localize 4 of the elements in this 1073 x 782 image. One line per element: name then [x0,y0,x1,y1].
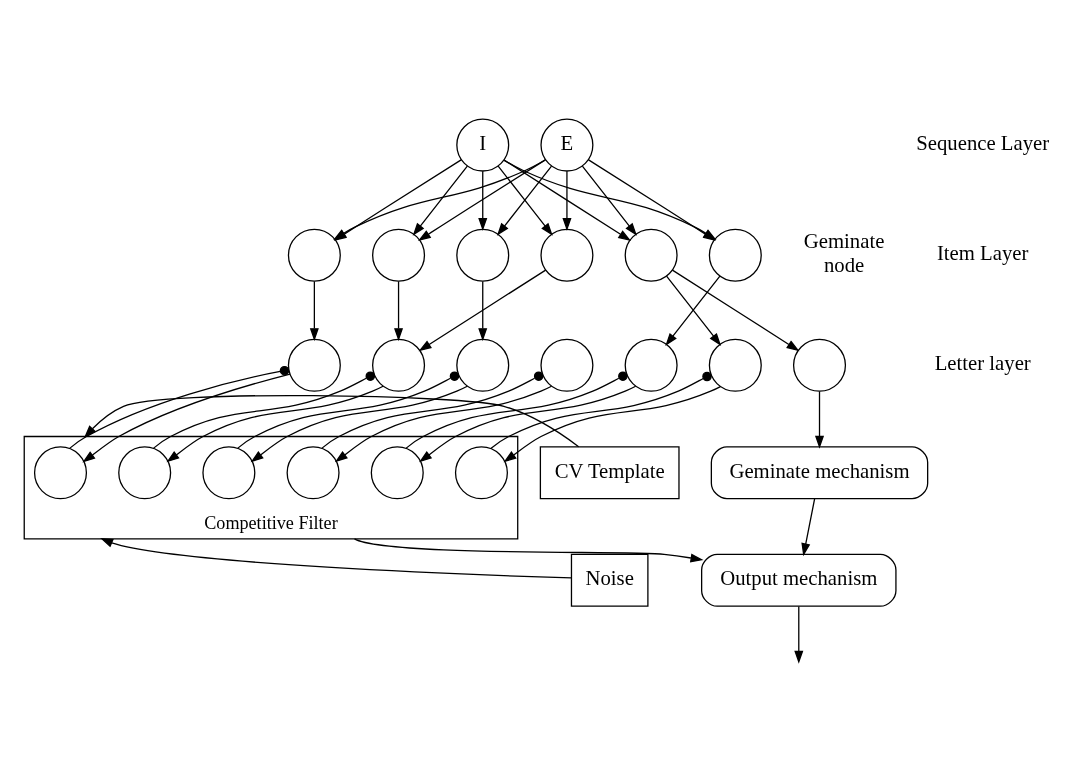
label: Letter layer [934,352,1031,375]
label: Sequence Layer [916,132,1050,155]
label: Item Layer [936,242,1029,265]
node-label: Geminate node [803,230,885,276]
